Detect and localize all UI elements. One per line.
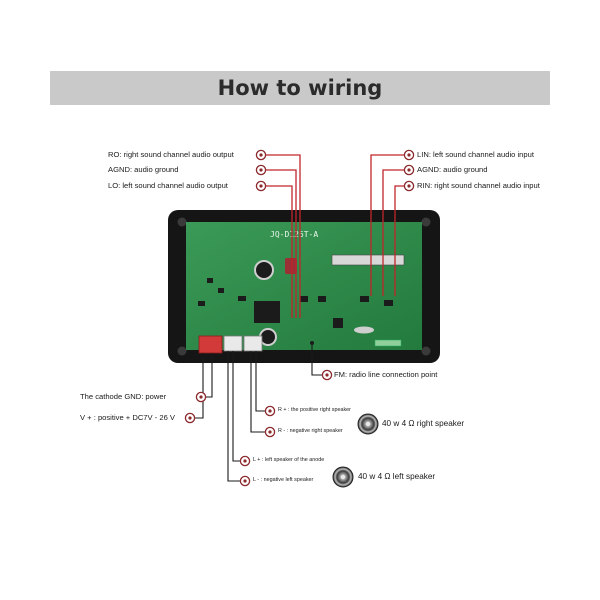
label-fm: FM: radio line connection point bbox=[334, 370, 438, 379]
label-r-plus: R + : the positive right speaker bbox=[278, 407, 351, 413]
board-model-label: JQ-D126T-A bbox=[270, 230, 318, 239]
label-cathode-gnd: The cathode GND: power bbox=[80, 392, 167, 401]
page-title: How to wiring bbox=[217, 76, 383, 100]
label-left-speaker: 40 w 4 Ω left speaker bbox=[358, 472, 436, 481]
label-agnd-right: AGND: audio ground bbox=[417, 165, 488, 174]
pcb bbox=[186, 222, 422, 350]
terminal-ring-icon bbox=[184, 412, 196, 424]
terminal-ring-icon bbox=[239, 475, 251, 487]
leader-lines bbox=[195, 345, 322, 482]
power-connector bbox=[198, 335, 223, 354]
label-l-plus: L + : left speaker of the anode bbox=[253, 457, 325, 463]
label-right-speaker: 40 w 4 Ω right speaker bbox=[382, 419, 465, 428]
wires-left-outputs bbox=[266, 154, 301, 318]
label-ro: RO: right sound channel audio output bbox=[108, 150, 234, 159]
speaker-icon bbox=[357, 413, 379, 435]
crystal bbox=[354, 326, 374, 334]
module-board: JQ-D126T-A bbox=[168, 210, 440, 363]
terminal-ring-icon bbox=[255, 149, 267, 161]
right-speaker-connector bbox=[243, 335, 263, 352]
label-v-plus: V + : positive + DC7V - 26 V bbox=[80, 413, 175, 422]
label-agnd-left: AGND: audio ground bbox=[108, 165, 179, 174]
terminal-ring-icon bbox=[321, 369, 333, 381]
label-lin: LIN: left sound channel audio input bbox=[417, 150, 534, 159]
terminal-ring-icon bbox=[264, 405, 276, 417]
speaker-icon bbox=[332, 466, 354, 488]
wires-right-inputs bbox=[370, 154, 404, 296]
title-banner: How to wiring bbox=[50, 71, 550, 105]
terminal-ring-icon bbox=[403, 180, 415, 192]
amplifier-chip bbox=[254, 301, 280, 323]
label-rin: RIN: right sound channel audio input bbox=[417, 181, 540, 190]
display-connector bbox=[331, 254, 405, 266]
chip bbox=[333, 318, 343, 328]
capacitor bbox=[254, 260, 274, 280]
inductor bbox=[285, 258, 297, 274]
terminal-ring-icon bbox=[195, 391, 207, 403]
terminal-ring-icon bbox=[255, 164, 267, 176]
label-r-minus: R - : negative right speaker bbox=[278, 428, 343, 434]
terminal-ring-icon bbox=[403, 149, 415, 161]
fm-point bbox=[310, 341, 314, 345]
label-lo: LO: left sound channel audio output bbox=[108, 181, 228, 190]
terminal-ring-icon bbox=[264, 426, 276, 438]
left-speaker-connector bbox=[223, 335, 243, 352]
terminal-ring-icon bbox=[239, 455, 251, 467]
label-l-minus: L - : negative left speaker bbox=[253, 477, 314, 483]
terminal-ring-icon bbox=[255, 180, 267, 192]
terminal-ring-icon bbox=[403, 164, 415, 176]
